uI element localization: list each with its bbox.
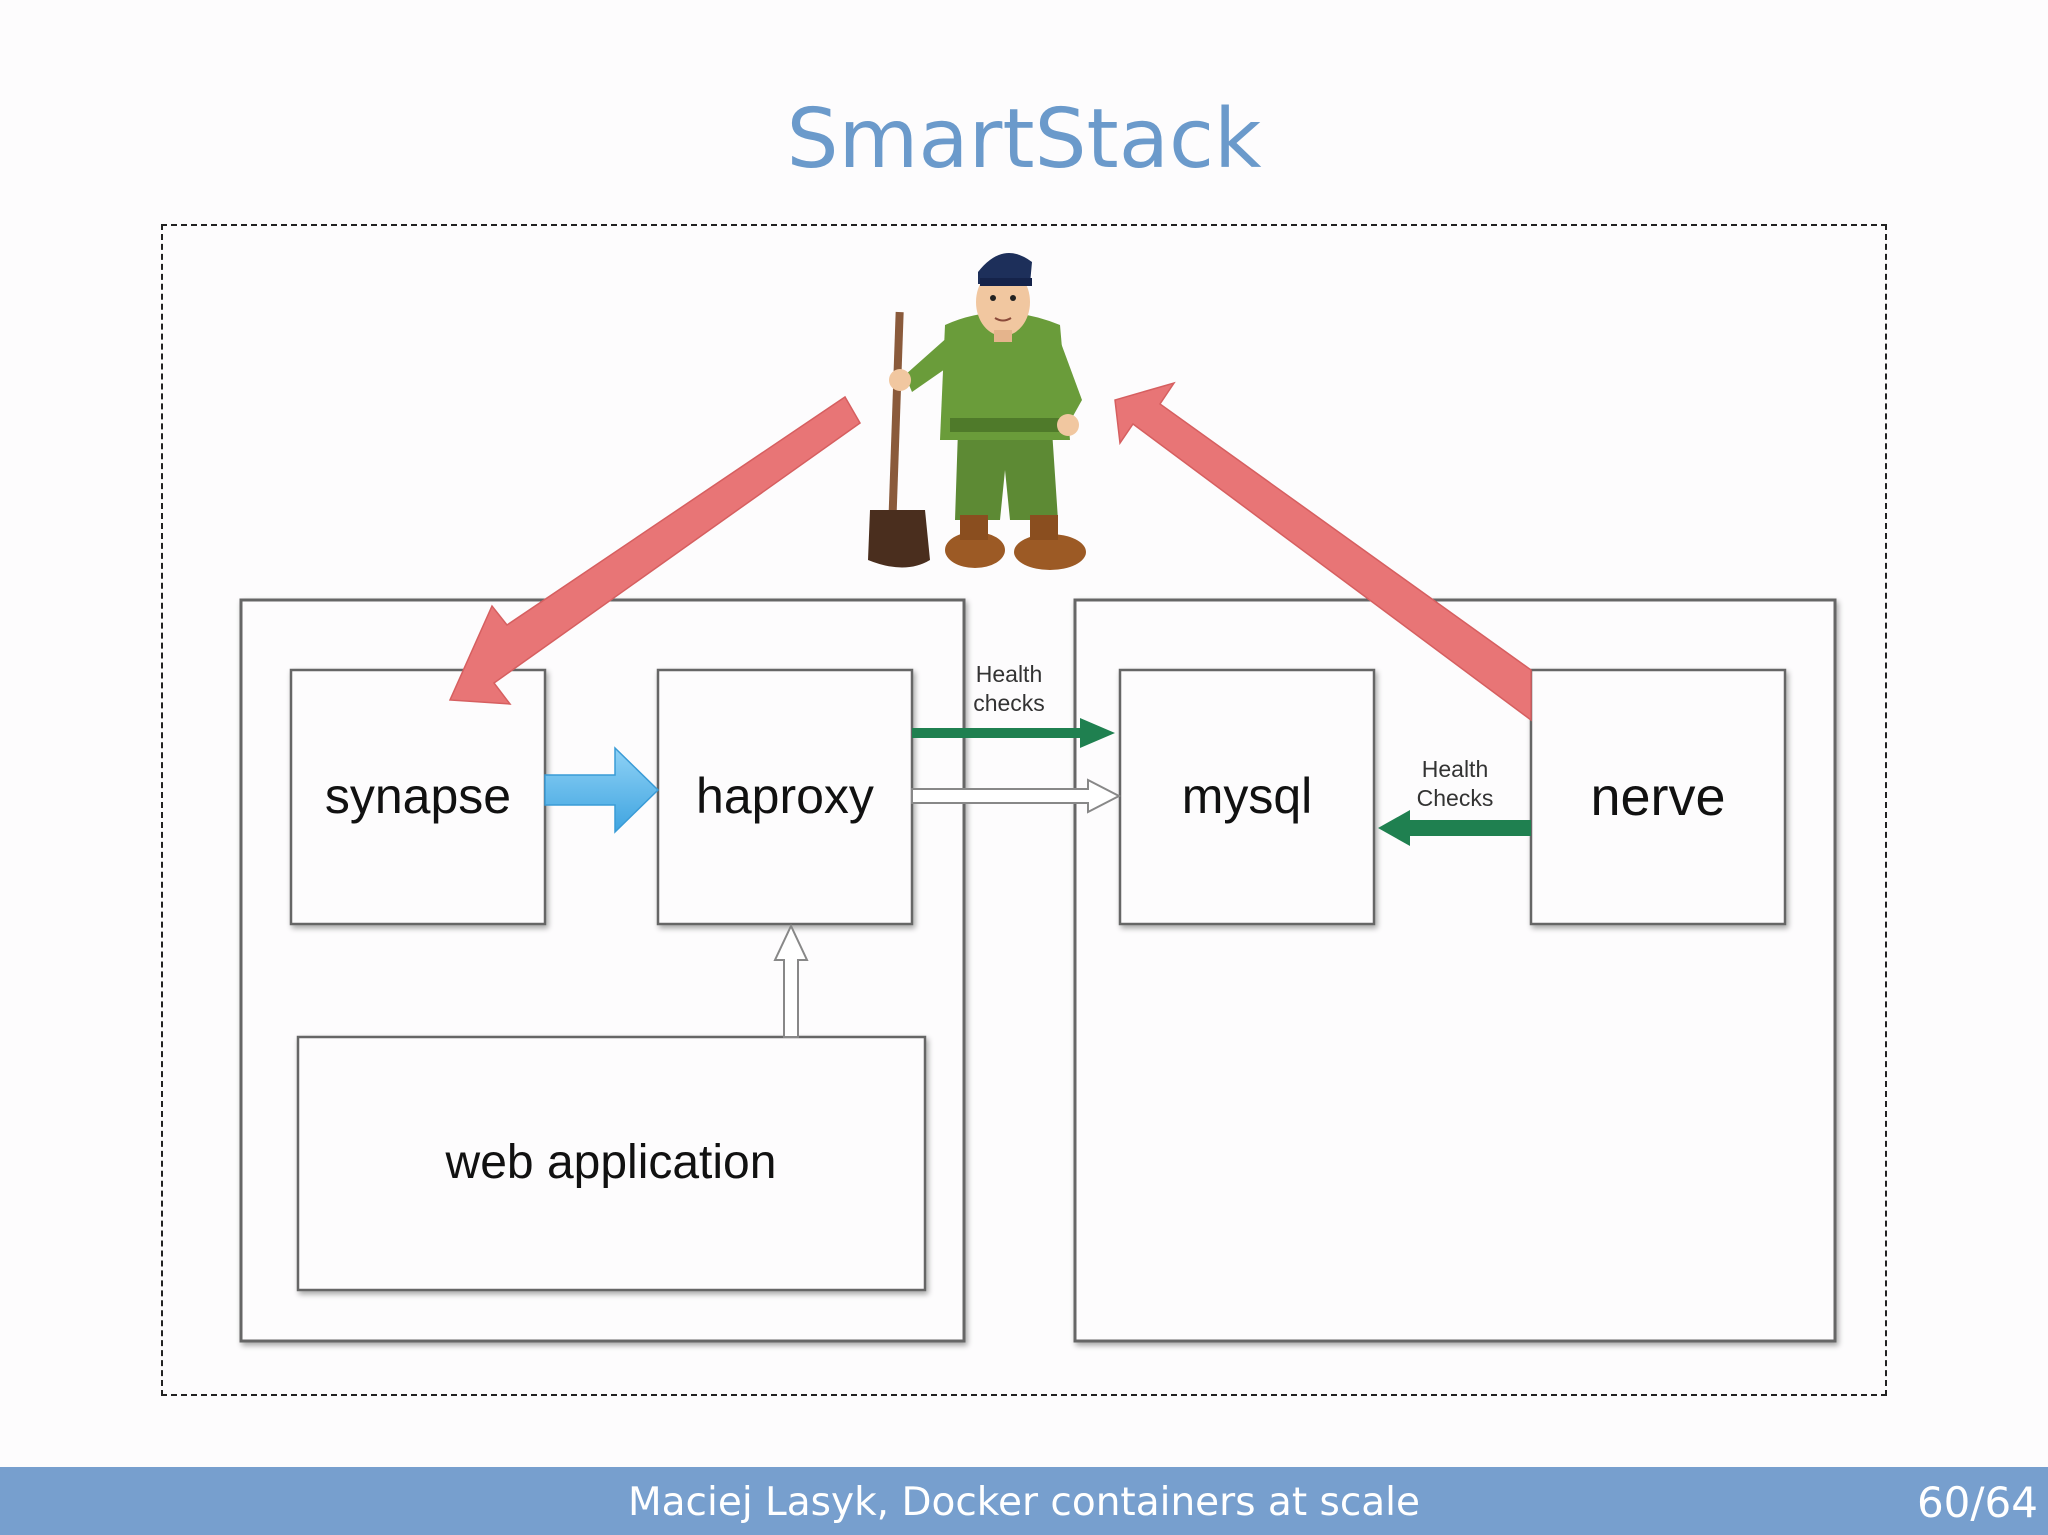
haproxy-to-mysql-traffic-arrow [911,778,1122,814]
mysql-label: mysql [1182,768,1313,824]
webapp-to-haproxy-arrow [773,923,809,1038]
synapse-box [289,668,547,926]
nerve-label: nerve [1590,767,1725,827]
synapse-to-haproxy-arrow [544,746,660,834]
slide-title: SmartStack [786,92,1262,187]
zookeeper-mascot-illustration [868,253,1086,570]
health-checks-top-line2: checks [973,690,1045,716]
web-application-label: web application [445,1136,777,1189]
diagram-frame [161,224,1887,1396]
footer-bar: Maciej Lasyk, Docker containers at scale… [0,1467,2048,1535]
web-application-box [296,1035,927,1292]
haproxy-label: haproxy [696,768,874,824]
footer-title: Maciej Lasyk, Docker containers at scale [628,1480,1420,1525]
health-checks-right-line2: Checks [1417,785,1494,811]
zookeeper-to-synapse-arrow [448,395,861,705]
health-checks-right-line1: Health [1422,756,1488,782]
nerve-box [1529,668,1787,926]
synapse-label: synapse [325,768,511,824]
nerve-to-mysql-healthcheck-arrow [1378,810,1531,846]
page-number: 60/64 [1916,1478,2038,1527]
mysql-box [1118,668,1376,926]
nerve-to-zookeeper-arrow [1114,381,1532,722]
haproxy-to-mysql-healthcheck-arrow [912,718,1115,748]
health-checks-top-line1: Health [976,661,1042,687]
haproxy-box [656,668,914,926]
